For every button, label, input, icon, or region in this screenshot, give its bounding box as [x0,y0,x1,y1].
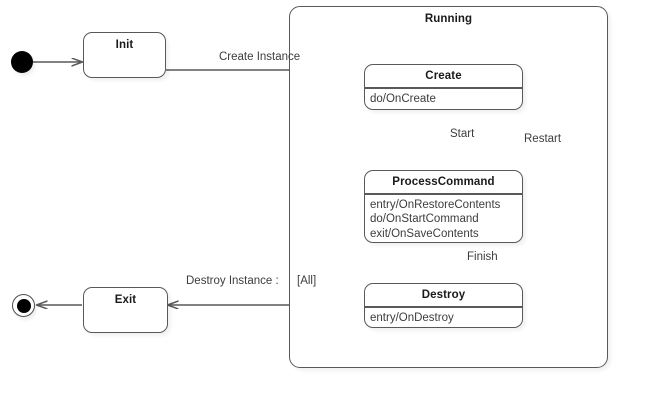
transition-label-destroy-instance: Destroy Instance : [186,275,279,287]
transition-label-restart: Restart [524,133,562,145]
state-init[interactable]: Init [83,32,166,78]
initial-state-node[interactable] [11,51,33,73]
transition-label-destroy-instance-guard: [All] [297,275,317,287]
state-destroy-actions: entry/OnDestroy [370,311,454,324]
final-state-node[interactable] [12,294,35,317]
state-processcommand[interactable]: ProcessCommand entry/OnRestoreContents d… [364,170,523,243]
state-create-actions: do/OnCreate [370,92,436,105]
state-init-title: Init [115,39,134,51]
state-create-title: Create [425,70,462,82]
state-create-divider [365,87,522,89]
state-processcommand-divider [365,193,522,195]
state-destroy[interactable]: Destroy entry/OnDestroy [364,283,523,328]
final-state-inner [16,298,31,313]
state-create[interactable]: Create do/OnCreate [364,64,523,110]
composite-state-title: Running [424,13,473,25]
state-processcommand-title: ProcessCommand [392,176,495,188]
state-exit-title: Exit [114,294,137,306]
state-processcommand-actions: entry/OnRestoreContents do/OnStartComman… [370,198,501,240]
state-destroy-divider [365,306,522,308]
transition-label-create-instance: Create Instance [219,51,301,63]
state-exit[interactable]: Exit [83,287,168,333]
transition-label-finish: Finish [467,251,498,263]
transition-label-start: Start [450,128,475,140]
state-destroy-title: Destroy [421,289,466,301]
